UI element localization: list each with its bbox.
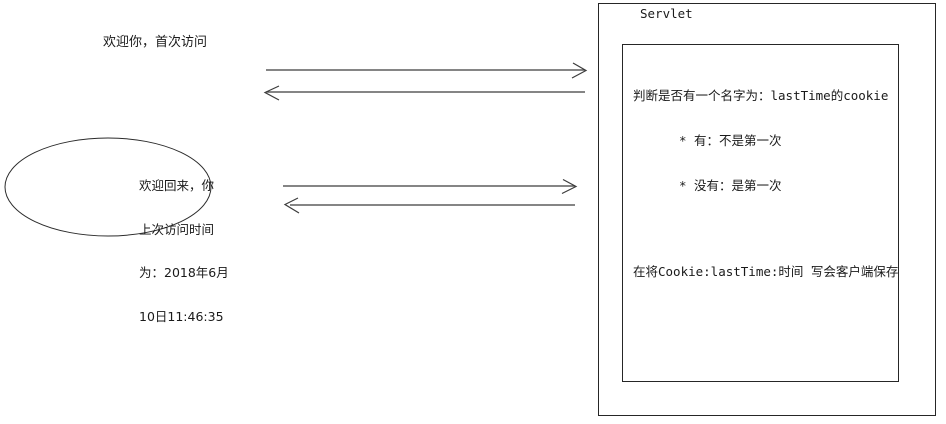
- servlet-logic-spacer: [633, 223, 898, 234]
- servlet-logic-line-2: * 有：不是第一次: [679, 133, 782, 148]
- servlet-title-label: Servlet: [640, 6, 693, 21]
- browser-ellipse: [4, 137, 212, 237]
- servlet-logic-line-1: 判断是否有一个名字为：lastTime的cookie: [633, 88, 889, 103]
- return-visit-line-3: 为：2018年6月: [139, 265, 229, 280]
- servlet-logic-line-3: * 没有：是第一次: [679, 178, 782, 193]
- arrow-request-1: [266, 62, 588, 79]
- return-visit-line-4: 10日11:46:35: [139, 308, 224, 324]
- arrow-response-1: [263, 85, 585, 101]
- servlet-logic-text: 判断是否有一个名字为：lastTime的cookie * 有：不是第一次 * 没…: [633, 58, 898, 294]
- return-visit-line-1: 欢迎回来，你: [139, 178, 215, 193]
- return-visit-line-2: 上次访问时间: [139, 221, 215, 237]
- arrow-request-2: [283, 178, 578, 195]
- arrow-response-2: [283, 197, 575, 214]
- servlet-logic-line-4: 在将Cookie:lastTime:时间 写会客户端保存: [633, 264, 899, 279]
- first-visit-label: 欢迎你，首次访问: [103, 35, 208, 50]
- return-visit-label: 欢迎回来，你 上次访问时间 为：2018年6月 10日11:46:35: [139, 150, 229, 339]
- servlet-inner-box: [622, 44, 899, 382]
